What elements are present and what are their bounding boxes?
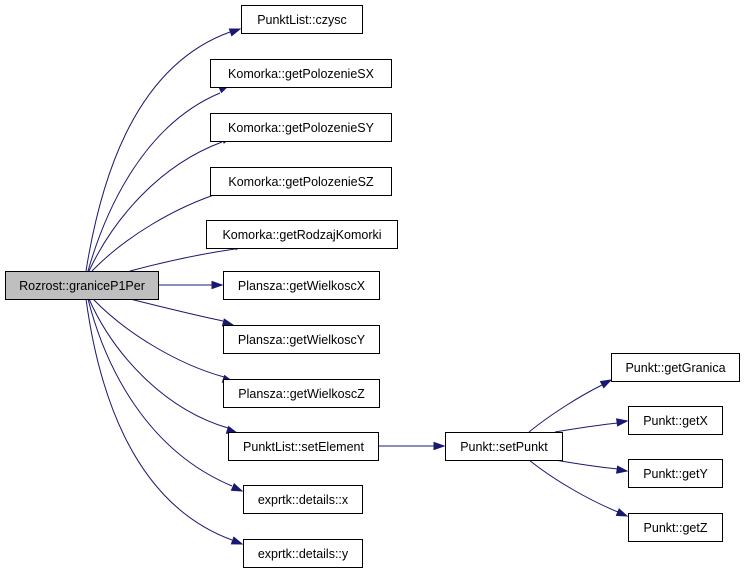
arrowhead-root-n11	[230, 536, 244, 545]
node-label: Punkt::setPunkt	[460, 440, 548, 454]
edge-root-n9	[88, 298, 229, 429]
node[interactable]: Plansza::getWielkoscX	[223, 271, 380, 300]
node-box[interactable]	[210, 167, 392, 196]
node[interactable]: Punkt::getX	[628, 406, 723, 435]
node[interactable]: Komorka::getPolozenieSX	[210, 59, 392, 88]
node-label: PunktList::czysc	[257, 13, 347, 27]
arrowhead-n9-n12	[433, 441, 446, 451]
arrowhead-n12-n14	[616, 418, 629, 427]
node[interactable]: Komorka::getPolozenieSY	[210, 113, 392, 142]
edge-root-n3	[88, 141, 223, 272]
node[interactable]: Komorka::getRodzajKomorki	[206, 220, 398, 249]
arrowhead-n12-n15	[616, 465, 629, 474]
node[interactable]: exprtk::details::y	[243, 539, 363, 568]
node[interactable]: PunktList::czysc	[241, 5, 363, 34]
arrowhead-n12-n16	[615, 508, 629, 517]
arrowhead-root-n7	[221, 318, 235, 327]
node-label: Plansza::getWielkoscZ	[238, 387, 365, 401]
node-box[interactable]	[243, 485, 363, 514]
node-box[interactable]	[223, 379, 380, 408]
arrowhead-root-n10	[230, 483, 244, 492]
arrowhead-root-n6	[211, 280, 224, 290]
edge-root-n2	[87, 92, 221, 272]
edge-n12-n14	[554, 422, 619, 433]
node-label: Komorka::getPolozenieSZ	[228, 175, 374, 189]
node-box[interactable]	[628, 406, 723, 435]
edge-root-n1	[85, 31, 231, 272]
edge-root-n11	[85, 298, 233, 541]
node-label: Komorka::getRodzajKomorki	[222, 228, 381, 242]
edge-n12-n15	[554, 459, 619, 470]
node-box[interactable]	[228, 432, 379, 461]
node-box[interactable]	[445, 432, 563, 461]
node[interactable]: Punkt::getGranica	[611, 353, 740, 382]
nodes-layer: Rozrost::graniceP1Per PunktList::czyscKom…	[5, 5, 740, 568]
node[interactable]: exprtk::details::x	[243, 485, 363, 514]
node-box[interactable]	[223, 271, 380, 300]
node-label: Plansza::getWielkoscX	[238, 279, 366, 293]
node-label: Punkt::getZ	[644, 521, 708, 535]
node-label: exprtk::details::y	[258, 547, 349, 561]
edge-root-n8	[92, 298, 225, 378]
node-box[interactable]	[241, 5, 363, 34]
node-box[interactable]	[210, 113, 392, 142]
node-box[interactable]	[206, 220, 398, 249]
node-box[interactable]	[210, 59, 392, 88]
node-box[interactable]	[628, 459, 723, 488]
node-label: Komorka::getPolozenieSX	[228, 67, 375, 81]
edge-n12-n13	[528, 384, 603, 433]
node-box[interactable]	[5, 271, 159, 300]
node-label: exprtk::details::x	[258, 493, 349, 507]
edge-root-n7	[129, 298, 224, 322]
node-label: PunktList::setElement	[243, 440, 364, 454]
node-box[interactable]	[223, 325, 380, 354]
node-label: Plansza::getWielkoscY	[238, 333, 366, 347]
node-label: Punkt::getY	[643, 467, 708, 481]
arrowhead-n12-n13	[599, 379, 613, 389]
node[interactable]: Plansza::getWielkoscY	[223, 325, 380, 354]
node-label: Punkt::getGranica	[625, 361, 725, 375]
node-label: Punkt::getX	[643, 414, 708, 428]
node-box[interactable]	[243, 539, 363, 568]
node[interactable]: Punkt::getZ	[628, 513, 723, 542]
node[interactable]: PunktList::setElement	[228, 432, 379, 461]
root-node[interactable]: Rozrost::graniceP1Per	[5, 271, 159, 300]
edge-root-n4	[91, 191, 224, 272]
node[interactable]: Plansza::getWielkoscZ	[223, 379, 380, 408]
edge-root-n5	[129, 248, 236, 272]
node-label: Komorka::getPolozenieSY	[228, 121, 375, 135]
node[interactable]: Komorka::getPolozenieSZ	[210, 167, 392, 196]
node-label: Rozrost::graniceP1Per	[19, 279, 145, 293]
edge-n12-n16	[528, 459, 619, 513]
node[interactable]: Punkt::setPunkt	[445, 432, 563, 461]
node-box[interactable]	[628, 513, 723, 542]
node-box[interactable]	[611, 353, 740, 382]
node[interactable]: Punkt::getY	[628, 459, 723, 488]
arrowhead-root-n1	[228, 28, 242, 37]
edge-root-n10	[87, 298, 233, 487]
